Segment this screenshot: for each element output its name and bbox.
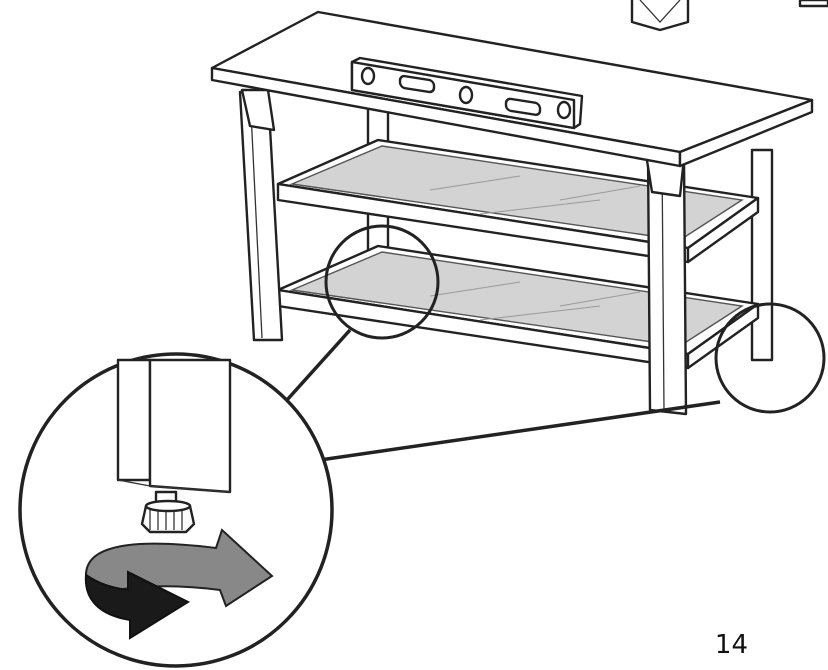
tabletop <box>210 10 814 168</box>
book-icon <box>630 0 828 32</box>
highlight-circle-left <box>324 224 440 340</box>
zoom-connector <box>276 328 721 462</box>
page-number: 14 <box>714 630 748 660</box>
rear-leg-right <box>750 148 774 362</box>
leveling-foot-icon <box>140 490 196 534</box>
rotate-arrow-icon <box>84 528 274 640</box>
front-leg-right <box>644 152 688 416</box>
front-leg-left <box>238 88 284 342</box>
highlight-circle-right <box>714 302 826 414</box>
spirit-level-icon <box>350 56 584 130</box>
upper-shelf <box>276 138 760 264</box>
